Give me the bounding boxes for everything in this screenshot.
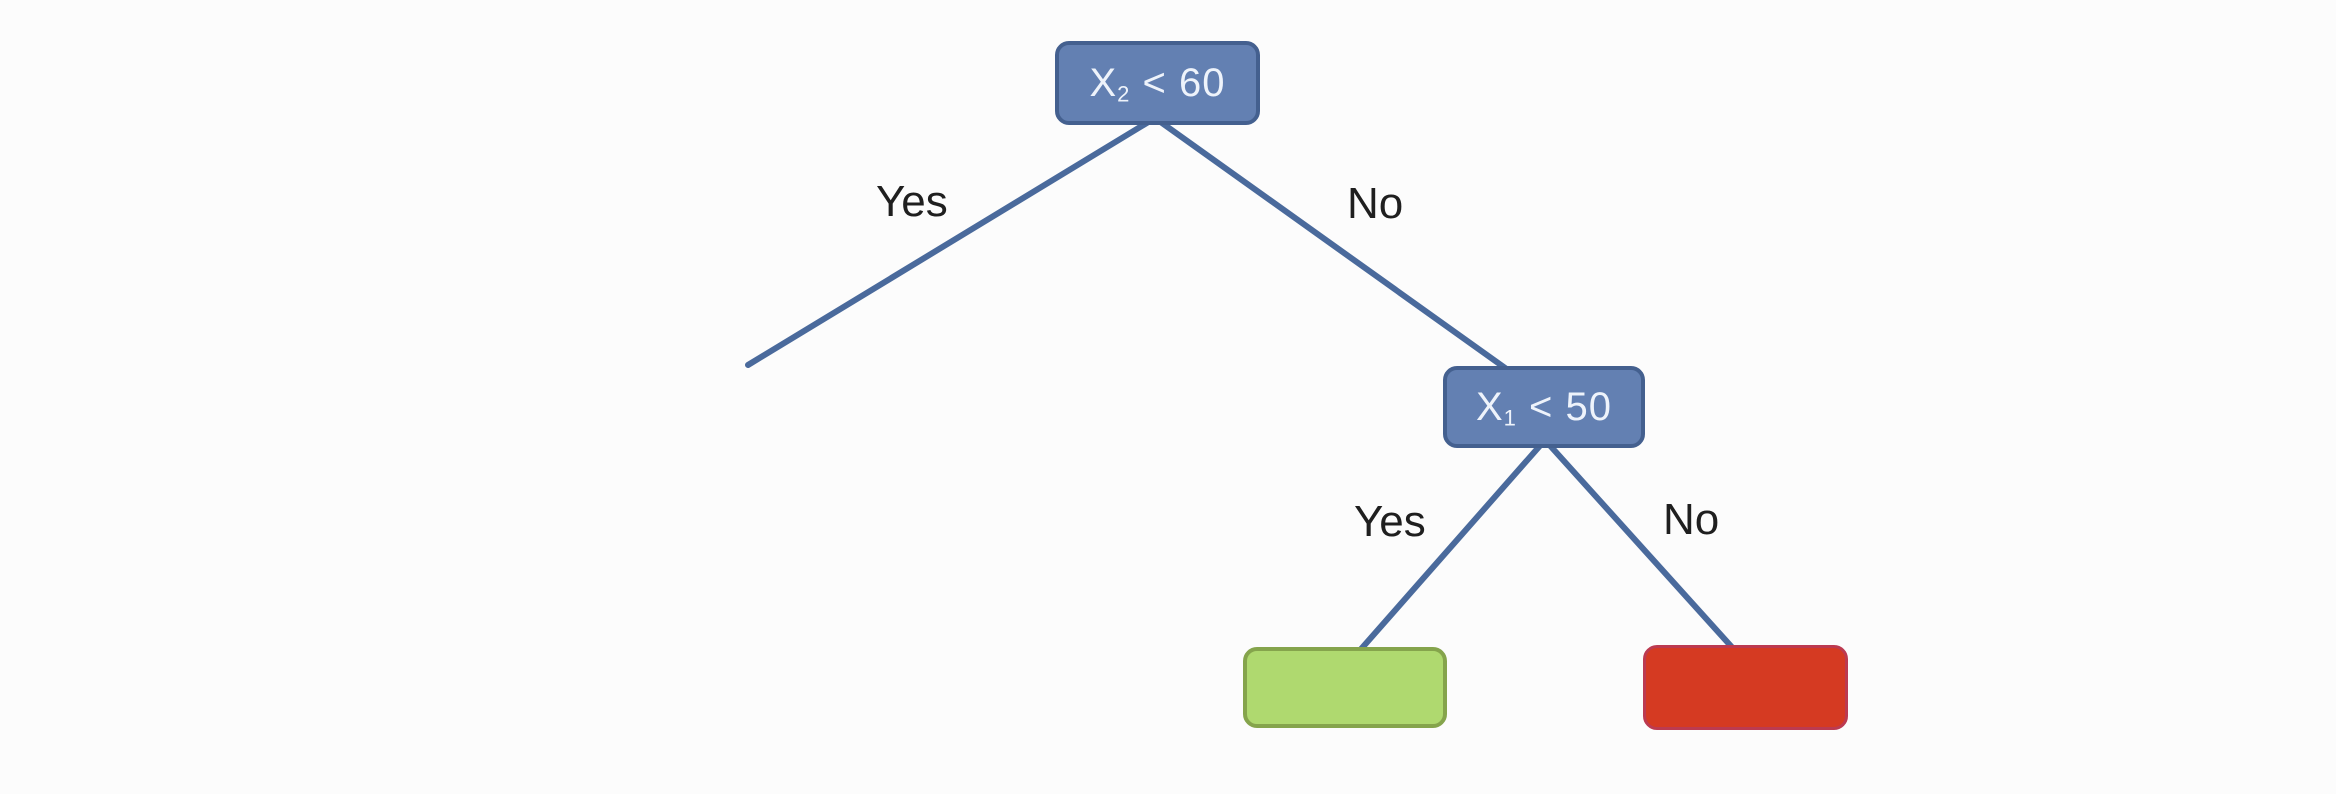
decision-node-root: X2 < 60 — [1055, 41, 1260, 125]
leaf-node-negative — [1643, 645, 1848, 730]
root-no-branch-line — [1152, 115, 1546, 398]
child-yes-branch-label: Yes — [1354, 497, 1426, 546]
child-node-subscript: 1 — [1503, 405, 1517, 430]
root-node-subscript: 2 — [1117, 81, 1131, 106]
child-no-branch-label: No — [1663, 495, 1720, 544]
child-node-label: X1 < 50 — [1475, 384, 1612, 430]
root-yes-branch-line — [745, 115, 1158, 368]
child-yes-branch-line — [1344, 437, 1548, 668]
child-no-branch-line — [1542, 437, 1751, 668]
root-node-label: X2 < 60 — [1089, 60, 1226, 106]
root-yes-branch-label: Yes — [876, 177, 948, 226]
root-no-branch-label: No — [1347, 179, 1404, 228]
leaf-node-positive — [1243, 647, 1447, 728]
decision-node-child: X1 < 50 — [1443, 366, 1645, 448]
